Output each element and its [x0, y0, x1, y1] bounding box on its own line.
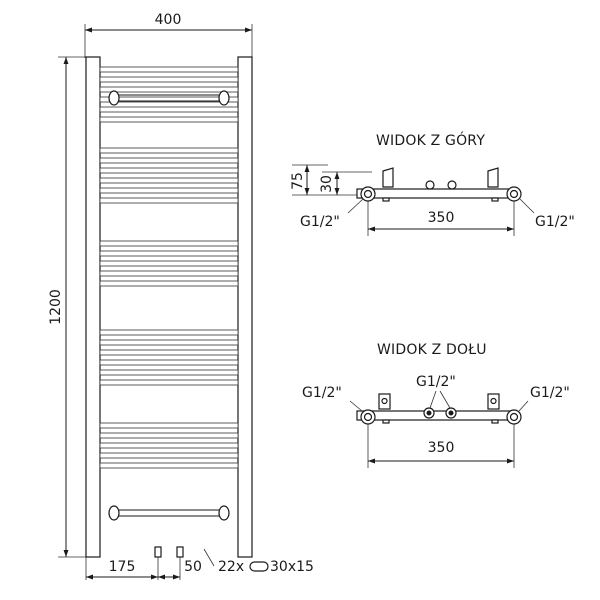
wall-bracket-icon [382, 167, 394, 188]
offset-dimension-label: 175 [109, 559, 136, 575]
rail-tube [99, 197, 239, 204]
rail-tube [99, 116, 239, 123]
thread-right-leader [519, 198, 535, 214]
rails-group [99, 66, 239, 469]
rail-tube [99, 167, 239, 174]
bottom-brackets [108, 505, 230, 521]
top-thread-left-label: G1/2" [300, 214, 340, 230]
pipe-depth-dimension-label: 30 [319, 175, 335, 193]
valve-knob-icon [425, 180, 435, 190]
top-view-title: WIDOK Z GÓRY [376, 131, 485, 149]
thread-left-leader [349, 400, 363, 412]
rail-tube [99, 66, 239, 73]
rail-tube [99, 379, 239, 386]
section-leader-line [203, 548, 215, 567]
rail-tube [99, 86, 239, 93]
rail-tube [99, 422, 239, 429]
bottom-view: WIDOK Z DOŁU G1/2" G1/2" G1/2" 350 [302, 342, 570, 468]
rail-tube [99, 270, 239, 277]
front-view: 400 1200 [48, 12, 314, 580]
depth-dimension-label: 75 [290, 172, 306, 190]
right-collector [237, 56, 253, 558]
thread-center-leader-left [429, 390, 437, 409]
bracket-clamp-icon [218, 505, 230, 521]
rail-tube [99, 177, 239, 184]
rail-tube [99, 442, 239, 449]
oval-section-icon [249, 561, 269, 572]
rail-tube [99, 260, 239, 267]
rail-tube [99, 349, 239, 356]
bottom-width-dimension-label: 350 [428, 440, 455, 456]
rail-tube [99, 359, 239, 366]
rail-tube [99, 96, 239, 103]
rail-tube [99, 240, 239, 247]
left-collector [85, 56, 101, 558]
bracket-clamp-icon [218, 90, 230, 106]
rail-tube [99, 280, 239, 287]
section-size-label: 30x15 [270, 559, 314, 575]
thread-left-leader [347, 198, 364, 214]
bracket-clamp-icon [108, 90, 120, 106]
valve-knob-icon [447, 180, 457, 190]
rail-tube [99, 452, 239, 459]
bottom-view-body [356, 410, 518, 421]
bottom-thread-left-label: G1/2" [302, 385, 342, 401]
rail-tube [99, 250, 239, 257]
top-view-body [356, 188, 518, 199]
rail-tube [99, 157, 239, 164]
height-dimension-label: 1200 [48, 289, 64, 325]
width-dimension-label: 400 [155, 12, 182, 28]
section-count-label: 22x [218, 559, 244, 575]
thread-center-leader-right [439, 390, 451, 409]
rail-tube [99, 369, 239, 376]
rail-tube [99, 462, 239, 469]
bracket-clamp-icon [108, 505, 120, 521]
rail-tube [99, 106, 239, 113]
spacing-dimension-label: 50 [184, 559, 202, 575]
rail-tube [99, 339, 239, 346]
bottom-thread-center-label: G1/2" [416, 374, 456, 390]
top-width-dimension-label: 350 [428, 210, 455, 226]
wall-bracket-icon [487, 167, 499, 188]
rail-tube [99, 147, 239, 154]
rail-tube [99, 432, 239, 439]
bottom-view-title: WIDOK Z DOŁU [377, 342, 487, 358]
top-view: WIDOK Z GÓRY 75 30 G1/2" G1/2" 350 [290, 131, 575, 236]
rail-tube [99, 76, 239, 83]
rail-tube [99, 329, 239, 336]
top-brackets [108, 90, 230, 106]
bottom-thread-right-label: G1/2" [530, 385, 570, 401]
top-thread-right-label: G1/2" [535, 214, 575, 230]
rail-tube [99, 187, 239, 194]
thread-right-leader [518, 400, 529, 412]
